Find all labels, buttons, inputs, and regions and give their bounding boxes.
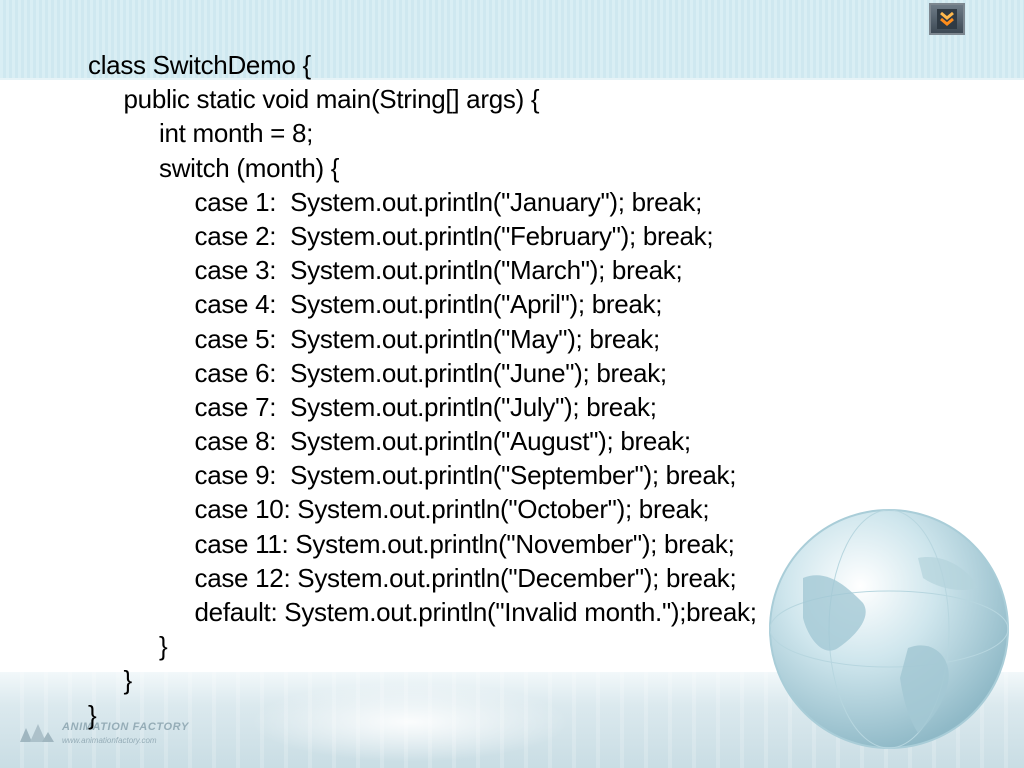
code-line: public static void main(String[] args) { <box>123 84 540 115</box>
code-line: case 5: System.out.println("May"); break… <box>194 323 661 354</box>
code-line: switch (month) { <box>159 152 340 183</box>
brand-url: www.animationfactory.com <box>62 736 157 745</box>
next-slide-button[interactable] <box>929 3 965 35</box>
factory-logo-icon <box>20 724 54 742</box>
double-chevron-down-icon <box>937 9 957 29</box>
code-line: } <box>123 665 133 696</box>
code-line: default: System.out.println("Invalid mon… <box>194 597 757 627</box>
code-line: case 7: System.out.println("July"); brea… <box>194 391 657 422</box>
code-line: case 12: System.out.println("December");… <box>194 562 737 593</box>
code-line: case 11: System.out.println("November");… <box>194 528 735 559</box>
code-line: int month = 8; <box>159 118 314 149</box>
brand-name: ANIMATION FACTORY <box>62 721 189 733</box>
code-line: case 10: System.out.println("October"); … <box>194 494 710 525</box>
code-line: } <box>88 699 97 730</box>
header-band <box>0 0 1024 80</box>
globe-icon <box>769 509 1009 749</box>
code-line: case 4: System.out.println("April"); bre… <box>194 289 663 320</box>
code-line: case 3: System.out.println("March"); bre… <box>194 255 683 286</box>
code-line: case 2: System.out.println("February"); … <box>194 220 714 251</box>
code-line: case 8: System.out.println("August"); br… <box>194 426 692 457</box>
code-block: class SwitchDemo { public static void mai… <box>88 48 757 732</box>
animation-factory-logo: ANIMATION FACTORY www.animationfactory.c… <box>18 718 208 748</box>
code-line: case 6: System.out.println("June"); brea… <box>194 357 668 388</box>
code-line: } <box>159 631 168 662</box>
code-line: case 9: System.out.println("September");… <box>194 460 737 491</box>
code-line: case 1: System.out.println("January"); b… <box>194 186 703 217</box>
code-line: class SwitchDemo { <box>88 50 311 80</box>
